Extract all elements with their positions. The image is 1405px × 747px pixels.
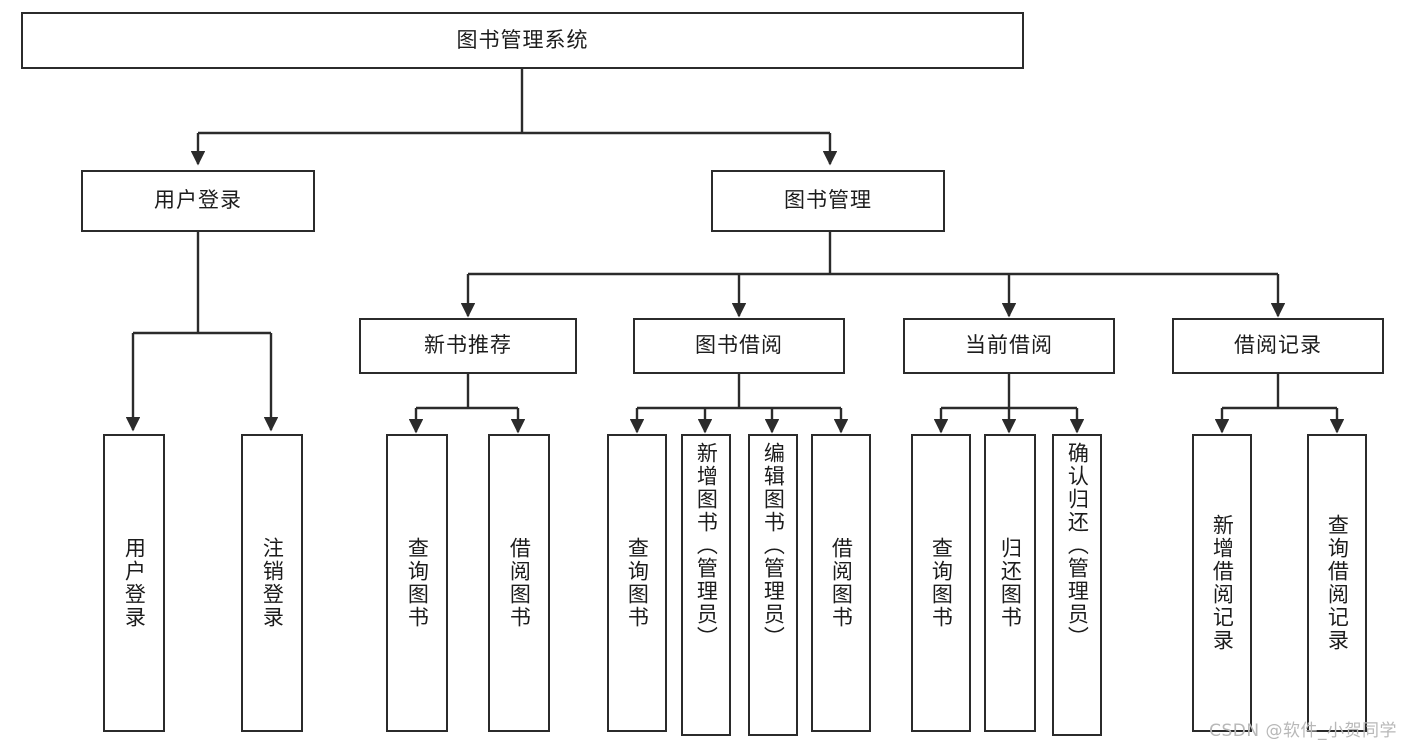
leaf-current-query-book[interactable]: 查询图书	[911, 434, 971, 732]
leaf-current-return-book[interactable]: 归还图书	[984, 434, 1036, 732]
node-label: 借阅图书	[829, 537, 854, 629]
node-label: 新书推荐	[424, 333, 512, 358]
leaf-borrow-borrow-book[interactable]: 借阅图书	[811, 434, 871, 732]
node-new-book-recommend[interactable]: 新书推荐	[359, 318, 577, 374]
node-label: 图书管理系统	[456, 27, 589, 52]
node-label: 查询借阅记录	[1325, 514, 1350, 652]
node-label: 借阅记录	[1234, 333, 1322, 358]
node-user-login[interactable]: 用户登录	[81, 170, 315, 232]
leaf-record-query-record[interactable]: 查询借阅记录	[1307, 434, 1367, 732]
node-label: 确认归还（管理员）	[1065, 442, 1090, 649]
node-current-borrow[interactable]: 当前借阅	[903, 318, 1115, 374]
leaf-user-login-login[interactable]: 用户登录	[103, 434, 165, 732]
node-label: 新增借阅记录	[1210, 514, 1235, 652]
node-label: 用户登录	[154, 188, 242, 213]
leaf-current-confirm-return-admin[interactable]: 确认归还（管理员）	[1052, 434, 1102, 736]
node-book-management[interactable]: 图书管理	[711, 170, 945, 232]
node-label: 查询图书	[625, 537, 650, 629]
node-label: 新增图书（管理员）	[694, 442, 719, 649]
node-label: 查询图书	[929, 537, 954, 629]
node-label: 用户登录	[122, 537, 147, 629]
leaf-recommend-query-book[interactable]: 查询图书	[386, 434, 448, 732]
node-book-borrow[interactable]: 图书借阅	[633, 318, 845, 374]
csdn-watermark: CSDN @软件_小贺同学	[1209, 721, 1397, 741]
leaf-borrow-query-book[interactable]: 查询图书	[607, 434, 667, 732]
node-label: 编辑图书（管理员）	[761, 442, 786, 649]
node-label: 注销登录	[260, 537, 285, 629]
leaf-record-add-record[interactable]: 新增借阅记录	[1192, 434, 1252, 732]
node-label: 查询图书	[405, 537, 430, 629]
node-label: 归还图书	[998, 537, 1023, 629]
node-label: 当前借阅	[965, 333, 1053, 358]
node-label: 图书管理	[784, 188, 872, 213]
leaf-borrow-edit-book-admin[interactable]: 编辑图书（管理员）	[748, 434, 798, 736]
node-label: 借阅图书	[507, 537, 532, 629]
node-borrow-record[interactable]: 借阅记录	[1172, 318, 1384, 374]
leaf-recommend-borrow-book[interactable]: 借阅图书	[488, 434, 550, 732]
leaf-user-login-logout[interactable]: 注销登录	[241, 434, 303, 732]
node-label: 图书借阅	[695, 333, 783, 358]
node-root-system[interactable]: 图书管理系统	[21, 12, 1024, 69]
leaf-borrow-add-book-admin[interactable]: 新增图书（管理员）	[681, 434, 731, 736]
